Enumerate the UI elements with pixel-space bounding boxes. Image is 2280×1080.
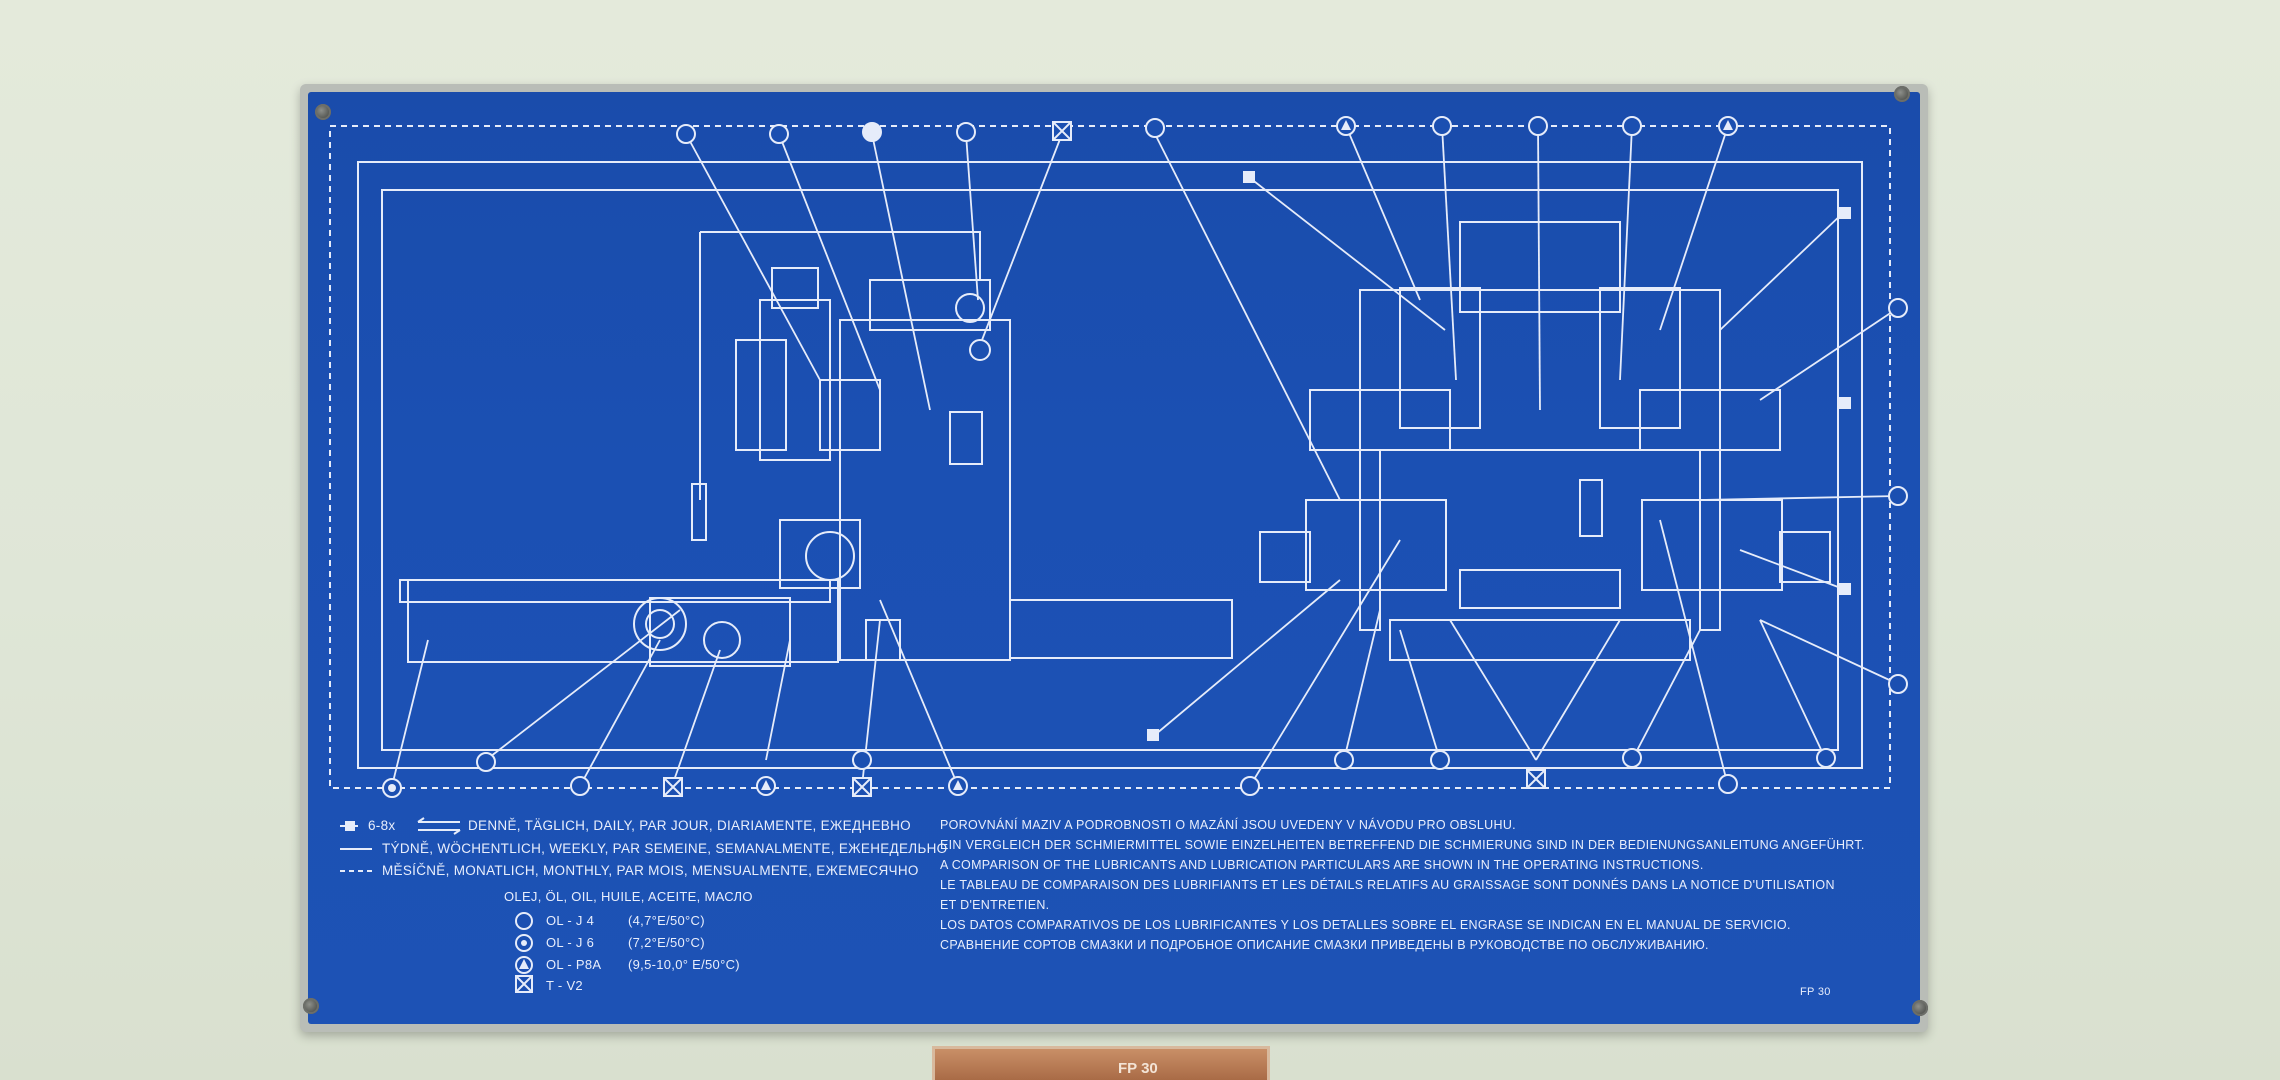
legend-line-samples — [340, 817, 461, 872]
symbol-small-square — [1839, 583, 1851, 595]
screw-bottom-left — [303, 998, 319, 1014]
symbol-circle — [1430, 750, 1450, 770]
screw-top-left — [315, 104, 331, 120]
symbol-circle — [1528, 116, 1548, 136]
legend-weekly-text: TÝDNĚ, WÖCHENTLICH, WEEKLY, PAR SEMEINE,… — [382, 841, 948, 856]
weekly-frame — [357, 161, 1863, 769]
symbol-circle — [476, 752, 496, 772]
legend-monthly-text: MĚSÍČNĚ, MONATLICH, MONTHLY, PAR MOIS, M… — [382, 863, 919, 878]
symbol-circle — [1240, 776, 1260, 796]
plate-face — [308, 92, 1920, 1024]
oil-spec: (4,7°E/50°C) — [628, 913, 705, 928]
symbol-small-square — [1839, 397, 1851, 409]
oil-code: OL - P8A — [546, 957, 602, 972]
oil-icon-circle — [515, 912, 533, 930]
symbol-circle — [1888, 486, 1908, 506]
oil-spec: (9,5-10,0° E/50°C) — [628, 957, 740, 972]
note-line: ET D'ENTRETIEN. — [940, 898, 1050, 912]
symbol-small-square — [1147, 729, 1159, 741]
legend-daily-text: DENNĚ, TÄGLICH, DAILY, PAR JOUR, DIARIAM… — [468, 818, 911, 833]
bottom-symbols — [382, 748, 1836, 798]
symbol-circle — [1432, 116, 1452, 136]
symbol-circle — [956, 122, 976, 142]
symbol-circle — [1888, 674, 1908, 694]
symbol-circle — [1622, 748, 1642, 768]
symbol-circle — [1622, 116, 1642, 136]
machine-front-view — [1259, 221, 1831, 661]
oil-heading: OLEJ, ÖL, OIL, HUILE, ACEITE, МАСЛО — [504, 889, 753, 904]
brass-tag — [932, 1046, 1270, 1080]
oil-code: OL - J 4 — [546, 913, 595, 928]
note-line: LE TABLEAU DE COMPARAISON DES LUBRIFIANT… — [940, 878, 1835, 892]
lubrication-plate — [300, 84, 1928, 1032]
oil-spec: (7,2°E/50°C) — [628, 935, 705, 950]
symbol-circle — [1718, 774, 1738, 794]
screw-bottom-right — [1912, 1000, 1928, 1016]
top-symbols — [676, 116, 1908, 741]
symbol-circle — [1816, 748, 1836, 768]
symbol-circle — [570, 776, 590, 796]
symbol-small-square — [1243, 171, 1255, 183]
symbol-circle — [852, 750, 872, 770]
note-line: СРАВНЕНИЕ СОРТОВ СМАЗКИ И ПОДРОБНОЕ ОПИС… — [940, 938, 1709, 952]
note-line: EIN VERGLEICH DER SCHMIERMITTEL SOWIE EI… — [940, 838, 1865, 852]
symbol-circle — [676, 124, 696, 144]
symbol-small-square — [1839, 207, 1851, 219]
note-line: LOS DATOS COMPARATIVOS DE LOS LUBRIFICAN… — [940, 918, 1791, 932]
oil-code: T - V2 — [546, 978, 583, 993]
symbol-circle — [769, 124, 789, 144]
oil-icons — [515, 912, 533, 993]
note-line: POROVNÁNÍ MAZIV A PODROBNOSTI O MAZÁNÍ J… — [940, 818, 1516, 832]
symbol-circle — [1334, 750, 1354, 770]
oil-code: OL - J 6 — [546, 935, 595, 950]
plate-code: FP 30 — [1800, 986, 1831, 998]
symbol-circle — [1888, 298, 1908, 318]
brass-tag-label: FP 30 — [1118, 1060, 1158, 1077]
daily-frame — [381, 189, 1839, 751]
screw-top-right — [1894, 86, 1910, 102]
machine-side-view — [399, 231, 1233, 667]
symbol-circle-filled — [862, 122, 882, 142]
legend-daily-symbol: 6-8x — [368, 818, 396, 833]
note-line: A COMPARISON OF THE LUBRICANTS AND LUBRI… — [940, 858, 1704, 872]
symbol-circle — [1145, 118, 1165, 138]
monthly-frame — [329, 125, 1891, 789]
leader-lines — [391, 125, 1899, 787]
